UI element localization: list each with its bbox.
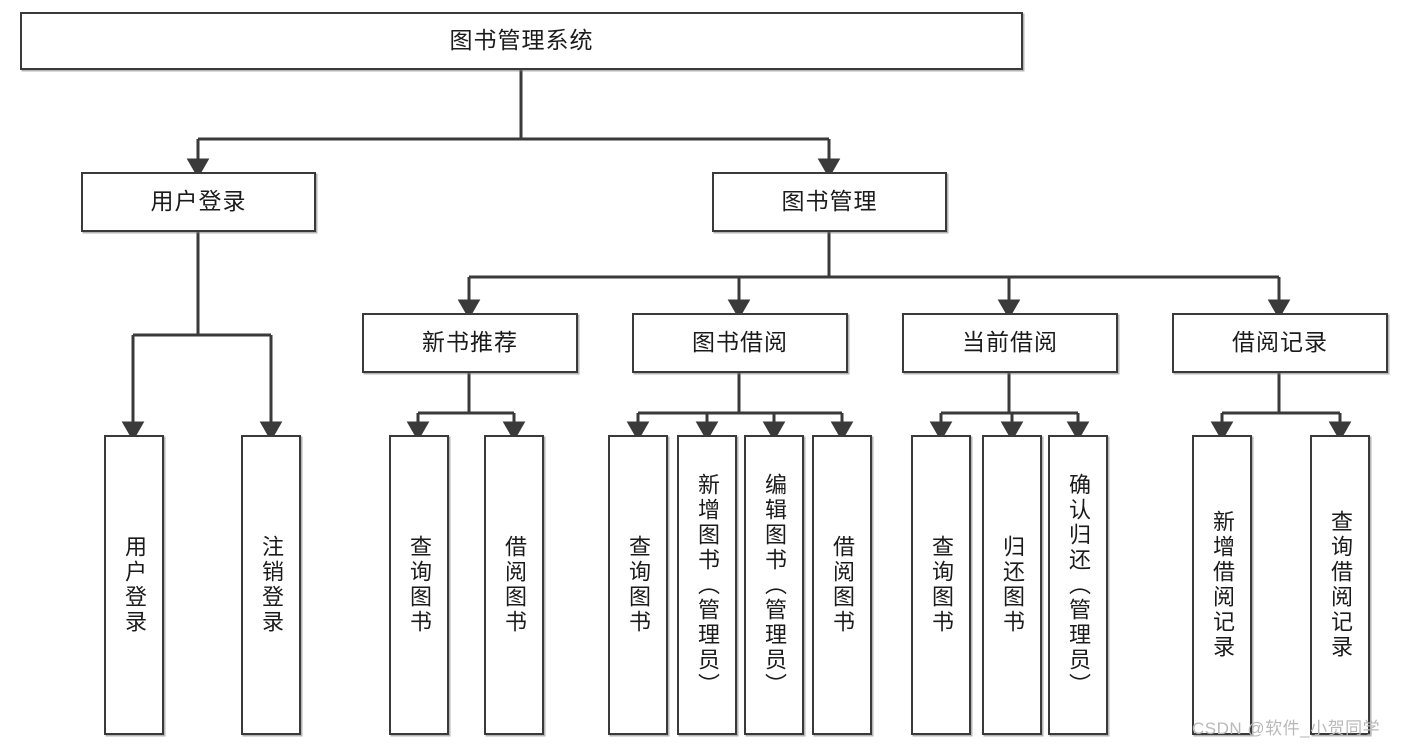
leaf-node-label: 查询借阅记录 bbox=[1328, 510, 1353, 660]
leaf-node-label: 新增图书（管理员） bbox=[695, 472, 720, 698]
leaf-node[interactable]: 归还图书 bbox=[982, 435, 1042, 735]
leaf-node[interactable]: 借阅图书 bbox=[484, 435, 544, 735]
leaf-node[interactable]: 新增借阅记录 bbox=[1192, 435, 1252, 735]
leaf-node-label: 用户登录 bbox=[122, 535, 147, 635]
leaf-node-label: 查询图书 bbox=[626, 535, 651, 635]
leaf-node-label: 查询图书 bbox=[929, 535, 954, 635]
leaf-node[interactable]: 编辑图书（管理员） bbox=[744, 435, 804, 735]
node-borrow-record[interactable]: 借阅记录 bbox=[1172, 313, 1388, 373]
leaf-node-label: 确认归还（管理员） bbox=[1066, 472, 1091, 698]
leaf-node[interactable]: 新增图书（管理员） bbox=[677, 435, 737, 735]
leaf-node[interactable]: 用户登录 bbox=[104, 435, 164, 735]
node-current-borrow-label: 当前借阅 bbox=[962, 329, 1058, 356]
leaf-node[interactable]: 查询图书 bbox=[389, 435, 449, 735]
leaf-node[interactable]: 查询图书 bbox=[911, 435, 971, 735]
leaf-node[interactable]: 确认归还（管理员） bbox=[1048, 435, 1108, 735]
leaf-node-label: 编辑图书（管理员） bbox=[762, 472, 787, 698]
leaf-node[interactable]: 查询图书 bbox=[608, 435, 668, 735]
node-user-login[interactable]: 用户登录 bbox=[81, 172, 316, 232]
leaf-node[interactable]: 注销登录 bbox=[241, 435, 301, 735]
leaf-node-label: 借阅图书 bbox=[502, 535, 527, 635]
node-book-borrow-label: 图书借阅 bbox=[692, 329, 788, 356]
node-new-book-recommend[interactable]: 新书推荐 bbox=[362, 313, 578, 373]
leaf-node-label: 新增借阅记录 bbox=[1210, 510, 1235, 660]
node-book-management-label: 图书管理 bbox=[781, 188, 878, 215]
leaf-node-label: 借阅图书 bbox=[830, 535, 855, 635]
node-root-label: 图书管理系统 bbox=[449, 27, 594, 54]
node-book-management[interactable]: 图书管理 bbox=[712, 172, 947, 232]
node-book-borrow[interactable]: 图书借阅 bbox=[632, 313, 848, 373]
leaf-node-label: 归还图书 bbox=[1000, 535, 1025, 635]
node-current-borrow[interactable]: 当前借阅 bbox=[902, 313, 1118, 373]
connector-lines bbox=[121, 70, 1352, 442]
node-new-book-recommend-label: 新书推荐 bbox=[422, 329, 518, 356]
node-user-login-label: 用户登录 bbox=[150, 188, 247, 215]
leaf-node[interactable]: 查询借阅记录 bbox=[1310, 435, 1370, 735]
watermark: CSDN @软件_小贺同学 bbox=[1192, 719, 1381, 738]
leaf-node-label: 注销登录 bbox=[259, 535, 284, 635]
node-root[interactable]: 图书管理系统 bbox=[20, 12, 1023, 70]
node-borrow-record-label: 借阅记录 bbox=[1232, 329, 1328, 356]
leaf-node-label: 查询图书 bbox=[407, 535, 432, 635]
leaf-node[interactable]: 借阅图书 bbox=[812, 435, 872, 735]
